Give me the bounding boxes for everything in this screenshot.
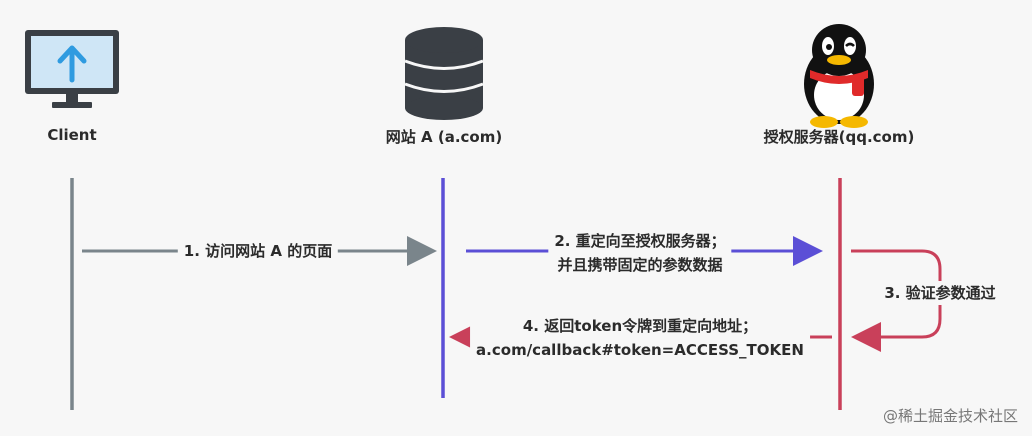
message-4-line-1: 4. 返回token令牌到重定向地址； xyxy=(522,317,758,335)
message-3-label: 3. 验证参数通过 xyxy=(878,281,1002,305)
message-1-text: 1. 访问网站 A 的页面 xyxy=(183,242,333,260)
watermark: @稀土掘金技术社区 xyxy=(882,407,1018,425)
database-icon xyxy=(404,27,484,120)
message-4-line-2: a.com/callback#token=ACCESS_TOKEN xyxy=(476,341,804,359)
client-label: Client xyxy=(47,126,97,144)
message-1-label: 1. 访问网站 A 的页面 xyxy=(177,239,339,263)
site-a-label: 网站 A (a.com) xyxy=(385,128,503,146)
message-2-line-1: 2. 重定向至授权服务器； xyxy=(554,232,726,250)
message-2-label: 2. 重定向至授权服务器； 并且携带固定的参数数据 xyxy=(548,229,732,277)
message-3-text: 3. 验证参数通过 xyxy=(884,284,996,302)
monitor-upload-icon xyxy=(25,30,119,108)
message-2-line-2: 并且携带固定的参数数据 xyxy=(557,256,723,274)
auth-server-label: 授权服务器(qq.com) xyxy=(763,128,915,146)
qq-penguin-icon xyxy=(804,24,874,128)
message-4-label: 4. 返回token令牌到重定向地址； a.com/callback#token… xyxy=(470,314,810,362)
